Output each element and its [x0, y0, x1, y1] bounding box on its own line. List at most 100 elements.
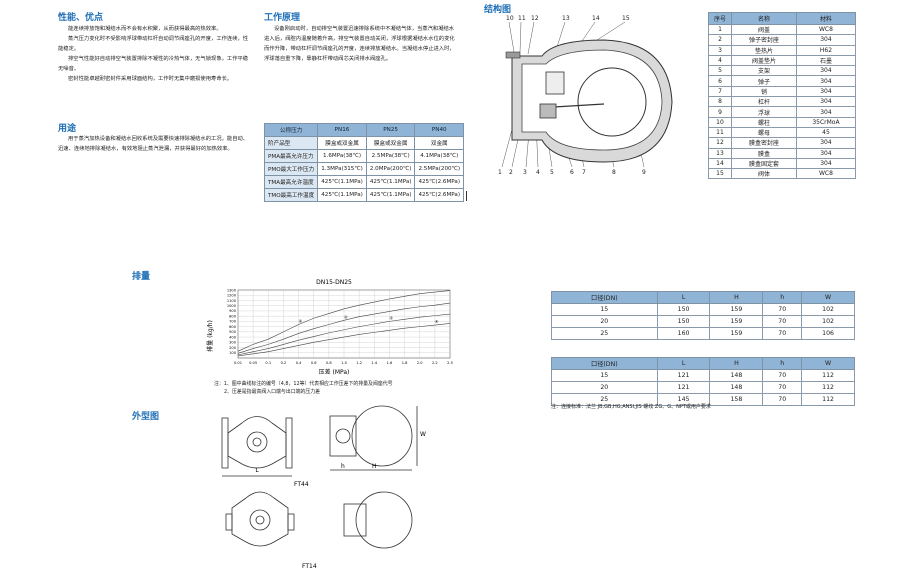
- ft14-front-view: [225, 491, 295, 547]
- usage-heading: 用途: [58, 124, 77, 134]
- features-paragraph: 密封性能卓越耐密封件采用球面结构，工作时无集中磨损使用寿命长。: [68, 76, 233, 82]
- table-header-row: 公称压力 PN16 PN25 PN40: [263, 123, 465, 137]
- table-cell: 膜盒固定套: [731, 157, 797, 170]
- top-callouts: 10 11 12 13 14 15: [506, 15, 630, 22]
- table-cell: 425℃(1.1MPa): [365, 188, 416, 202]
- table-cell: 阀盖: [731, 23, 797, 36]
- y-tick-label: 200: [229, 346, 237, 350]
- callout-label: 8: [612, 169, 616, 176]
- table-cell: 425℃(1.1MPa): [317, 188, 367, 202]
- x-tick-label: 2.0: [417, 361, 423, 365]
- callout-label: 6: [570, 169, 574, 176]
- table-cell: 159: [709, 303, 764, 316]
- callout-label: 1: [498, 169, 502, 176]
- table-cell: 8: [708, 96, 732, 108]
- table-cell: 1: [708, 23, 732, 36]
- x-tick-label: 0.6: [311, 361, 317, 365]
- table-cell: 2.5MPa(38℃): [365, 149, 416, 163]
- ft14-side-view: [343, 491, 413, 549]
- table-cell: 销: [731, 85, 797, 98]
- table-cell: 垫热片: [731, 44, 797, 56]
- table-header-row: 口径(DN) L H h W: [551, 357, 855, 370]
- table-cell: 双金属: [414, 136, 465, 150]
- table-cell: 15: [708, 168, 732, 180]
- table-cell: 158: [709, 393, 764, 406]
- callout-label: 15: [622, 15, 630, 22]
- table-cell: 45: [795, 126, 857, 139]
- working-conditions-table: 公称压力 PN16 PN25 PN40 阶产品型膜盒或双金属膜盒或双金属双金属 …: [263, 123, 465, 202]
- callout-label: 4: [536, 169, 540, 176]
- series-line: [237, 323, 451, 357]
- features-paragraph: 能连续排放饱和凝结水而不会有水积聚，从而获得最高的热效率。: [68, 26, 222, 32]
- table-cell: 150: [656, 315, 711, 328]
- table-cell: 304: [795, 96, 857, 108]
- series-line: [237, 313, 451, 356]
- table-cell: 20: [551, 381, 658, 394]
- table-cell: 膜盒或双金属: [317, 136, 367, 150]
- table-cell: 阶产品型: [263, 136, 319, 150]
- valve-seat: [539, 103, 557, 119]
- table-cell: 425℃(2.6MPa): [414, 188, 465, 202]
- x-tick-label: 0.01: [234, 361, 242, 365]
- table-cell: 121: [656, 381, 711, 394]
- x-tick-label: 0.4: [296, 361, 302, 365]
- table-cell: 25: [551, 327, 658, 340]
- table-cell: 304: [795, 34, 857, 46]
- features-text: 能连续排放饱和凝结水而不会有水积聚，从而获得最高的热效率。 蒸汽压力变化时不受影…: [58, 24, 250, 84]
- air-vent-capsule: [545, 71, 565, 95]
- table-cell: 5: [708, 65, 732, 77]
- series-line: [237, 302, 451, 354]
- outline-heading: 外型图: [132, 412, 160, 422]
- table-cell: 2.5MPa(200℃): [414, 162, 465, 176]
- principle-text: 设备刚启动时，自动排空气装置迅速排除系统中不凝结气体，当蒸汽和凝结水进入后，阀腔…: [264, 24, 458, 64]
- lever-arm: [553, 103, 605, 108]
- chart-xlabel: 压差 (MPa): [319, 368, 350, 376]
- dim-label-h-small: h: [341, 463, 345, 470]
- table-cell: 13: [708, 147, 732, 159]
- features-heading: 性能、优点: [58, 13, 104, 23]
- table-cell: 304: [795, 137, 857, 149]
- table-cell: 7: [708, 85, 732, 98]
- table-header-cell: H: [709, 357, 764, 370]
- chart-note-line: 2、压差是指最高阀入口端与出口端的压力差: [224, 389, 321, 395]
- table-cell: 112: [801, 369, 855, 382]
- table-cell: 4.1MPa(38℃): [414, 149, 465, 163]
- table-cell: 6: [708, 75, 732, 87]
- table-cell: 425℃(1.1MPa): [365, 175, 416, 189]
- table-cell: 70: [762, 381, 803, 394]
- usage-paragraph: 用于蒸汽加热设备和凝结水回收系统及需要快速排除凝结水的工况，能自动、迅速、连续地…: [58, 136, 249, 152]
- y-tick-label: 500: [229, 330, 237, 334]
- table-cell: 121: [656, 369, 711, 382]
- table-header-cell: 材料: [795, 12, 857, 25]
- table-cell: 304: [795, 147, 857, 159]
- table-cell: 160: [656, 327, 711, 340]
- table-header-cell: h: [762, 357, 803, 370]
- table-cell: 1.3MPa(315℃): [317, 162, 367, 176]
- table-cell: 145: [656, 393, 711, 406]
- table-cell: 11: [708, 126, 732, 139]
- table-cell: 70: [762, 393, 803, 406]
- table-cell: 112: [801, 381, 855, 394]
- table-cell: 阀体: [731, 168, 797, 180]
- table-cell: 159: [709, 315, 764, 328]
- table-header-row: 序号 名称 材料: [708, 12, 857, 25]
- ft44-front-view: [221, 416, 293, 477]
- table-cell: 弹子密封座: [731, 34, 797, 46]
- callout-label: 9: [642, 169, 646, 176]
- table-header-cell: PN25: [365, 123, 416, 137]
- table-cell: 20: [551, 315, 658, 328]
- principle-paragraph: 设备刚启动时，自动排空气装置迅速排除系统中不凝结气体，当蒸汽和凝结水进入后，阀腔…: [264, 26, 455, 62]
- table-cell: 150: [656, 303, 711, 316]
